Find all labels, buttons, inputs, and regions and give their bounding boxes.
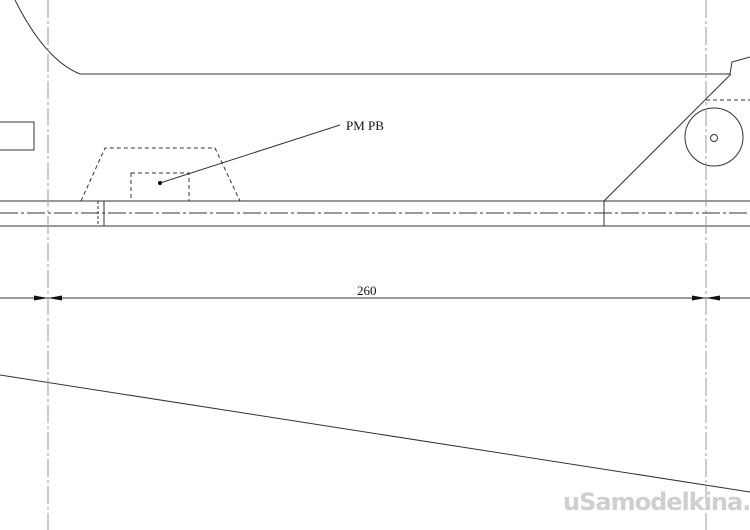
arrow-right-inner [692, 295, 706, 301]
wheel [684, 107, 744, 167]
part-label: РМ РВ [346, 118, 384, 133]
leader-line [159, 124, 341, 184]
wheel-axle [710, 134, 718, 142]
ramp-line [603, 73, 732, 202]
arrow-left-inner [48, 295, 62, 301]
watermark: uSamodelkina.ru [563, 488, 750, 516]
left-block [0, 121, 35, 151]
dimension-value: 260 [357, 283, 377, 298]
arrow-right-outer [706, 295, 720, 301]
sloped-line [0, 374, 750, 493]
body-top-curve [14, 0, 750, 75]
leader-dot [158, 181, 162, 185]
arrow-left-outer [34, 295, 48, 301]
motor-housing-hidden [80, 147, 241, 202]
motor-block-hidden [130, 172, 190, 202]
